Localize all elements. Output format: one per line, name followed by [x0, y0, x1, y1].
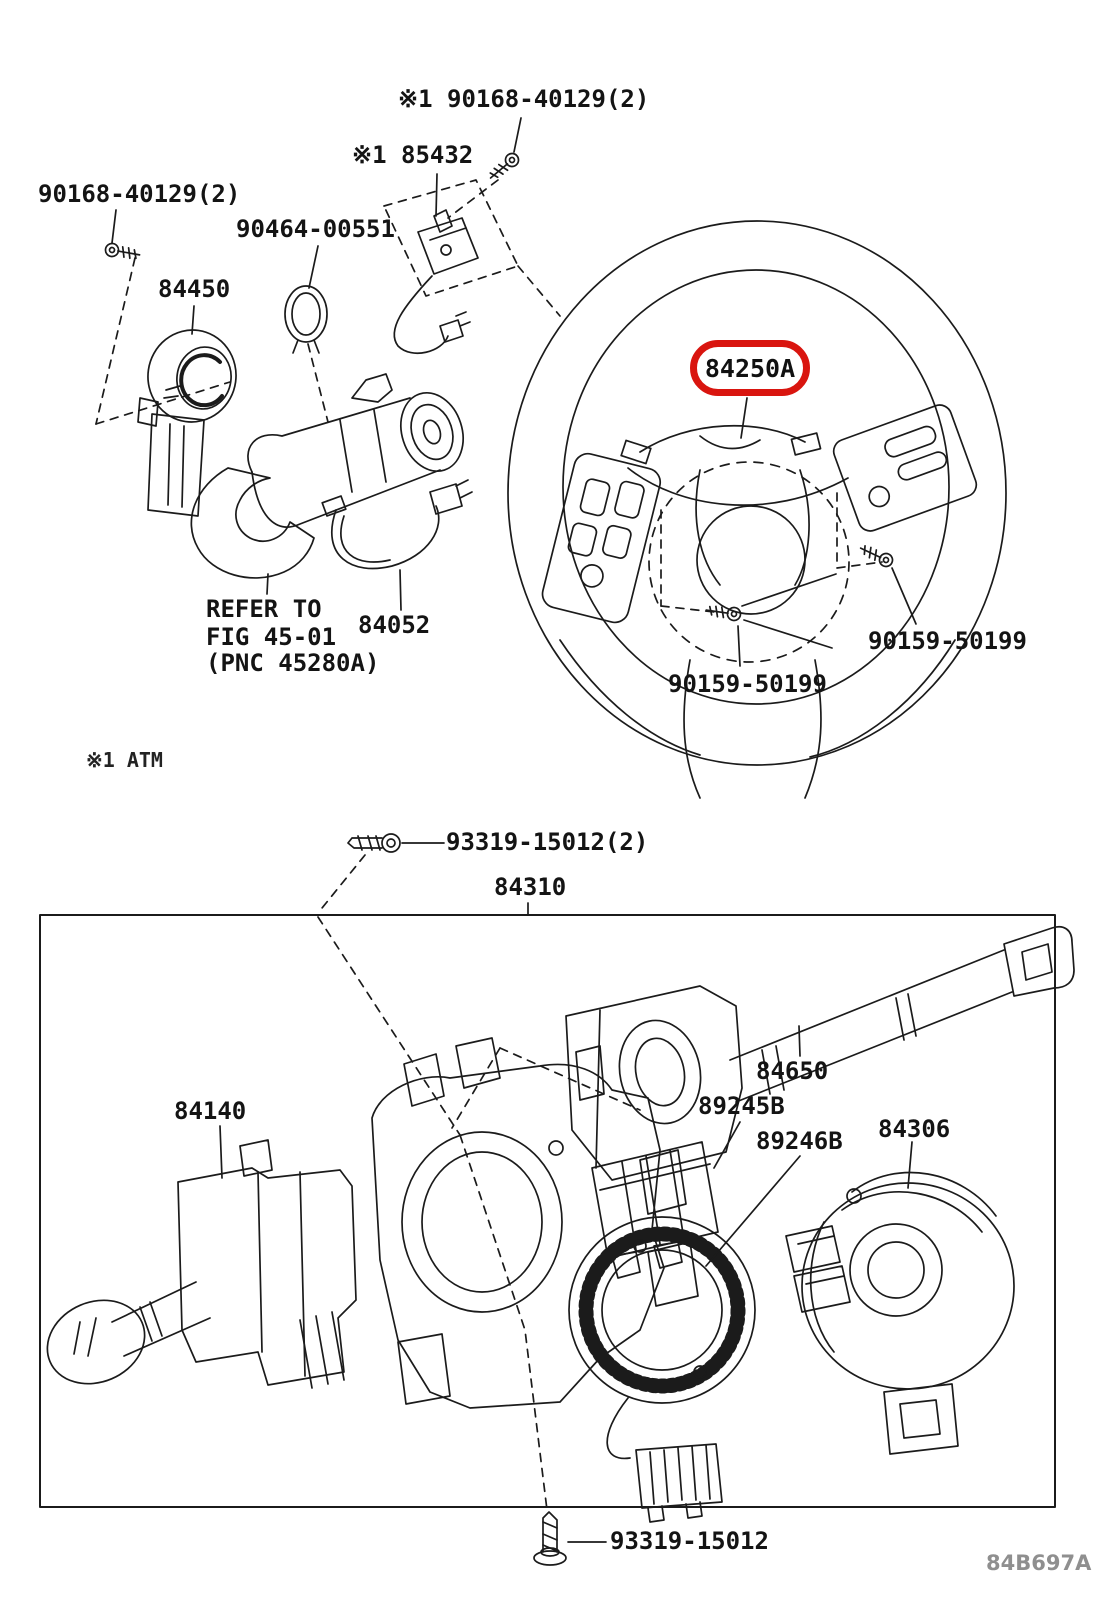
screw-icon: [485, 149, 523, 184]
part-84306-drawing: [785, 1141, 1015, 1455]
part-84140-drawing: [46, 1125, 357, 1389]
part-84450-drawing: [137, 305, 237, 517]
ignition-lock-drawing: [95, 117, 561, 611]
figure-code: 84B697A: [986, 1551, 1092, 1575]
label-89245b[interactable]: 89245B: [698, 1092, 785, 1120]
screw-icon: [857, 541, 896, 570]
label-refer-line2: FIG 45-01: [206, 623, 337, 651]
screw-93319-top-drawing: [347, 833, 445, 853]
switch-wire-harness: [620, 424, 849, 586]
label-90168-left[interactable]: 90168-40129(2): [38, 180, 241, 208]
bracket-drawing: [190, 467, 315, 595]
part-84650-drawing: [565, 925, 1075, 1181]
label-90168-top[interactable]: ※1 90168-40129(2): [398, 85, 650, 113]
label-refer-line3: (PNC 45280A): [206, 649, 380, 677]
part-89245b-drawing: [591, 1121, 741, 1279]
part-85432-drawing: [383, 173, 561, 355]
label-84052[interactable]: 84052: [358, 611, 431, 639]
part-84052-drawing: [321, 479, 473, 611]
assembly-box-drawing: [39, 833, 1075, 1566]
label-84140[interactable]: 84140: [174, 1097, 247, 1125]
steering-wheel-drawing: [507, 220, 1007, 799]
label-90159-right[interactable]: 90159-50199: [868, 627, 1027, 655]
label-89246b[interactable]: 89246B: [756, 1127, 843, 1155]
label-90464[interactable]: 90464-00551: [236, 215, 395, 243]
label-84650[interactable]: 84650: [756, 1057, 829, 1085]
part-90464-drawing: [284, 245, 329, 423]
switch-body-drawing: [371, 1037, 699, 1409]
label-refer-line1: REFER TO: [206, 595, 322, 623]
label-84306[interactable]: 84306: [878, 1115, 951, 1143]
label-93319-bottom[interactable]: 93319-15012: [610, 1527, 769, 1555]
lock-tube-drawing: [247, 373, 464, 528]
right-spoke-switch: [832, 404, 978, 532]
label-84310[interactable]: 84310: [494, 873, 567, 901]
label-84450[interactable]: 84450: [158, 275, 231, 303]
label-85432[interactable]: ※1 85432: [352, 141, 474, 169]
note-atm: ※1 ATM: [86, 748, 163, 772]
label-90159-center[interactable]: 90159-50199: [668, 670, 827, 698]
part-89246b-drawing: [568, 1155, 801, 1523]
label-84250a: 84250A: [704, 353, 796, 383]
left-spoke-switch: [541, 452, 662, 624]
label-93319-top[interactable]: 93319-15012(2): [446, 828, 649, 856]
screw-93319-bottom-drawing: [533, 1511, 607, 1566]
highlight-84250a[interactable]: 84250A: [690, 340, 810, 396]
